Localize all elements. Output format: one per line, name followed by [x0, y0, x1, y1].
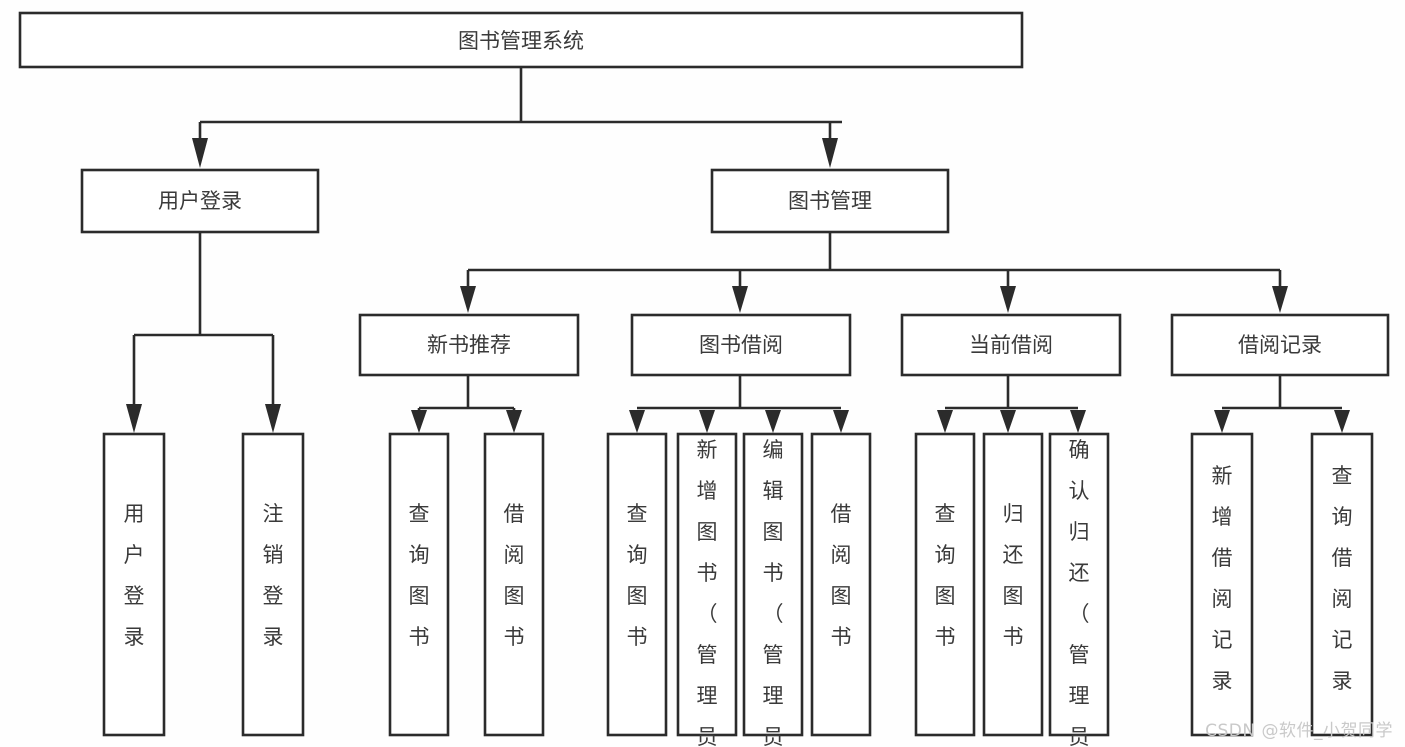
arrow-head-leaf-edit-book [765, 410, 781, 433]
leaf-user-login[interactable]: 用户登录 [102, 432, 166, 737]
leaf-query-book-1[interactable]: 查询图书 [388, 432, 450, 737]
leaf-query-book-3-label: 查询图书 [935, 502, 956, 649]
node-book-borrow-box[interactable] [630, 313, 852, 377]
arrow-head-leaf-logout-login [265, 404, 281, 433]
leaf-borrow-book-1-box[interactable] [483, 432, 545, 737]
arrow-head-leaf-query-book-1 [411, 410, 427, 433]
node-user-login[interactable]: 用户登录 [80, 168, 320, 234]
leaf-confirm-return[interactable]: 确认归还（管理员） [1048, 432, 1110, 747]
leaf-borrow-book-2-label: 借阅图书 [831, 502, 852, 649]
leaf-edit-book[interactable]: 编辑图书（管理员） [742, 432, 804, 747]
node-book-management-box[interactable] [710, 168, 950, 234]
leaf-add-book-box[interactable] [676, 432, 738, 737]
arrow-head-leaf-borrow-book-1 [506, 410, 522, 433]
arrow-head-leaf-confirm-return [1070, 410, 1086, 433]
leaf-query-book-2-box[interactable] [606, 432, 668, 737]
node-root-box[interactable] [18, 11, 1024, 69]
leaf-add-book[interactable]: 新增图书（管理员） [676, 432, 738, 747]
leaf-add-record-label: 新增借阅记录 [1212, 464, 1233, 693]
arrow-head-leaf-borrow-book-2 [833, 410, 849, 433]
connector-group-new-book-recommend [411, 375, 522, 433]
leaf-edit-book-label: 编辑图书（管理员） [763, 438, 784, 747]
leaf-return-book-box[interactable] [982, 432, 1044, 737]
arrow-head-current-borrow [1000, 286, 1016, 313]
leaf-query-book-2-label: 查询图书 [627, 502, 648, 649]
arrow-head-new-book-recommend [460, 286, 476, 313]
node-current-borrow[interactable]: 当前借阅 [900, 313, 1122, 377]
arrow-head-leaf-query-record [1334, 410, 1350, 433]
leaf-add-book-label: 新增图书（管理员） [697, 438, 718, 747]
leaf-query-record-box[interactable] [1310, 432, 1374, 737]
leaf-user-login-box[interactable] [102, 432, 166, 737]
leaf-borrow-book-1-label: 借阅图书 [504, 502, 525, 649]
leaf-confirm-return-box[interactable] [1048, 432, 1110, 737]
leaf-query-book-3-box[interactable] [914, 432, 976, 737]
node-new-book-recommend[interactable]: 新书推荐 [358, 313, 580, 377]
leaf-logout-login-box[interactable] [241, 432, 305, 737]
node-root[interactable]: 图书管理系统 [18, 11, 1024, 69]
leaf-user-login-label: 用户登录 [124, 502, 145, 649]
leaf-return-book[interactable]: 归还图书 [982, 432, 1044, 737]
arrow-head-book-borrow [732, 286, 748, 313]
leaf-return-book-label: 归还图书 [1003, 502, 1024, 649]
leaf-add-record[interactable]: 新增借阅记录 [1190, 432, 1254, 737]
node-new-book-recommend-box[interactable] [358, 313, 580, 377]
leaf-add-record-box[interactable] [1190, 432, 1254, 737]
arrow-head-borrow-record [1272, 286, 1288, 313]
node-book-borrow[interactable]: 图书借阅 [630, 313, 852, 377]
node-borrow-record[interactable]: 借阅记录 [1170, 313, 1390, 377]
leaf-query-book-3[interactable]: 查询图书 [914, 432, 976, 737]
arrow-head-leaf-return-book [1000, 410, 1016, 433]
leaf-query-book-2[interactable]: 查询图书 [606, 432, 668, 737]
arrow-head-leaf-query-book-3 [937, 410, 953, 433]
connector-group-root [192, 67, 842, 168]
arrow-head-leaf-add-record [1214, 410, 1230, 433]
leaf-borrow-book-1[interactable]: 借阅图书 [483, 432, 545, 737]
leaf-confirm-return-label: 确认归还（管理员） [1069, 438, 1090, 747]
arrow-head-user-login [192, 138, 208, 168]
arrow-head-leaf-add-book [699, 410, 715, 433]
arrow-head-leaf-user-login [126, 404, 142, 433]
leaf-logout-login[interactable]: 注销登录 [241, 432, 305, 737]
node-user-login-label: 用户登录 [158, 189, 242, 213]
leaf-edit-book-box[interactable] [742, 432, 804, 737]
leaf-borrow-book-2[interactable]: 借阅图书 [810, 432, 872, 737]
arrow-head-book-management [822, 138, 838, 168]
leaf-logout-login-label: 注销登录 [263, 502, 284, 649]
node-book-management-label: 图书管理 [788, 189, 872, 213]
node-current-borrow-box[interactable] [900, 313, 1122, 377]
arrow-head-leaf-query-book-2 [629, 410, 645, 433]
node-user-login-box[interactable] [80, 168, 320, 234]
leaf-query-record-label: 查询借阅记录 [1332, 464, 1353, 693]
connector-group-book-borrow [629, 375, 849, 433]
node-root-label: 图书管理系统 [458, 29, 584, 53]
leaf-borrow-book-2-box[interactable] [810, 432, 872, 737]
node-borrow-record-box[interactable] [1170, 313, 1390, 377]
node-current-borrow-label: 当前借阅 [969, 333, 1053, 357]
connector-group-borrow-record [1214, 375, 1350, 433]
connector-group-current-borrow [937, 375, 1086, 433]
leaf-query-book-1-box[interactable] [388, 432, 450, 737]
node-book-management[interactable]: 图书管理 [710, 168, 950, 234]
connector-group-book-management [460, 232, 1288, 313]
node-borrow-record-label: 借阅记录 [1238, 333, 1322, 357]
leaf-query-book-1-label: 查询图书 [409, 502, 430, 649]
connector-group-user-login [126, 232, 281, 433]
node-new-book-recommend-label: 新书推荐 [427, 333, 511, 357]
node-book-borrow-label: 图书借阅 [699, 333, 783, 357]
leaf-query-record[interactable]: 查询借阅记录 [1310, 432, 1374, 737]
